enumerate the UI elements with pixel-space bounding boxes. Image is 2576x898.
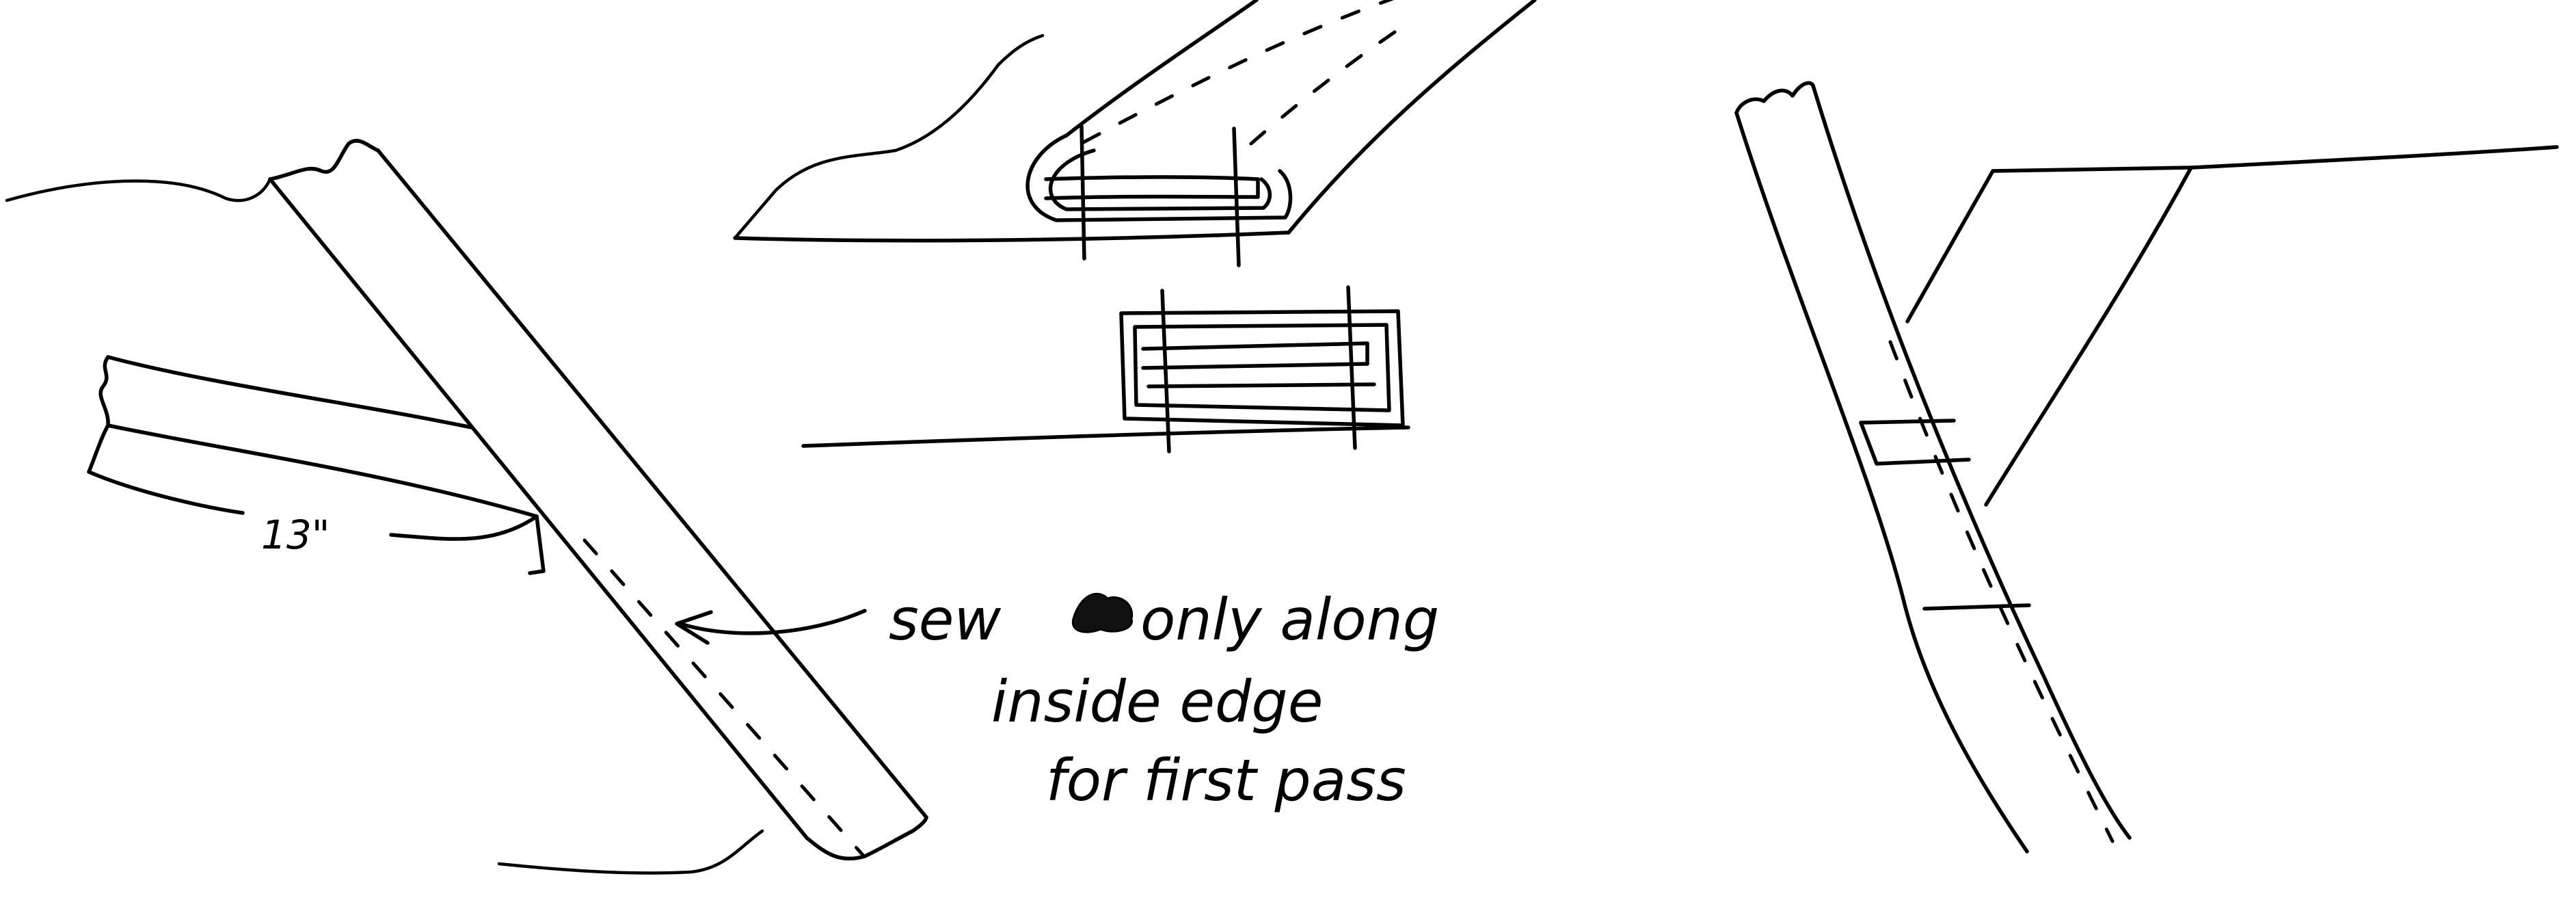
binding-strip-right-edge: [378, 150, 926, 817]
strap-lower-edge: [89, 472, 243, 513]
note-scribble: [1073, 594, 1131, 632]
right-binding-torn-top: [1736, 83, 1813, 113]
note-line-2: inside edge: [991, 668, 1323, 735]
fabric-edge-top: [7, 179, 270, 200]
note-group: sew only along inside edge for first pas…: [677, 586, 1439, 814]
fabric-baseline-middle: [735, 233, 1289, 241]
strap-torn-end: [89, 357, 108, 472]
binding-strip-left-edge: [270, 179, 807, 838]
right-binding-left-edge: [1736, 113, 2027, 851]
note-line-1-rest: only along: [1140, 586, 1439, 653]
fabric-edge-bottom: [499, 831, 762, 873]
strap-end-at-binding: [530, 516, 544, 573]
folded-binding-upper-edge: [1066, 0, 1257, 135]
folded-binding-stitch-line: [1084, 0, 1408, 142]
middle-sketch: [735, 0, 1535, 451]
fabric-edge-middle: [735, 36, 1043, 238]
strap-middle-edge: [108, 425, 537, 516]
right-strap-band-top: [1861, 421, 1954, 423]
right-fabric-diagonal-right: [1986, 168, 2191, 505]
note-line-3: for first pass: [1046, 747, 1406, 814]
folded-binding-stitch-bar-right: [1234, 129, 1239, 265]
right-fabric-top-edge: [1993, 147, 2557, 171]
folded-binding-tuck-top: [1046, 177, 1258, 179]
binding-strip-torn-top: [270, 141, 378, 179]
flat-binding-baseline: [803, 427, 1408, 446]
flat-binding-tuck-bottom: [1143, 364, 1367, 368]
folded-binding-tuck-bottom: [1046, 197, 1258, 199]
right-binding-stitch-line: [1890, 342, 2112, 841]
flat-binding-tuck-lower: [1149, 384, 1374, 386]
left-sketch: 13": [7, 141, 926, 873]
right-sketch: [1736, 83, 2557, 851]
binding-strip-torn-bottom: [807, 817, 926, 859]
strap-upper-edge: [108, 357, 472, 427]
folded-binding-lower-edge: [1289, 0, 1535, 233]
right-fabric-diagonal-left: [1907, 171, 1993, 321]
strap-lower-edge-right: [391, 516, 537, 539]
note-line-1-word: sew: [889, 586, 1001, 653]
right-strap-band-side: [1861, 423, 1877, 464]
binding-stitch-line: [585, 540, 863, 855]
strap-length-label: 13": [261, 512, 330, 558]
right-strap-band-mid: [1877, 460, 1969, 464]
flat-binding-tuck-top: [1143, 343, 1367, 349]
